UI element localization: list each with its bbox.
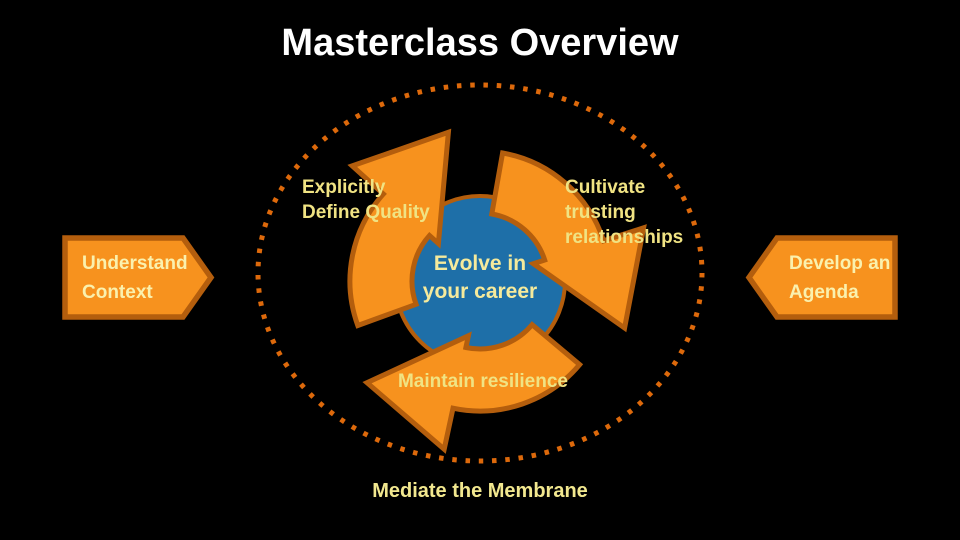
label-maintain-resilience: Maintain resilience	[397, 371, 568, 392]
slide-title: Masterclass Overview	[281, 22, 679, 64]
label-develop-agenda: Develop an Agenda	[789, 253, 891, 303]
cycle-arrow-2	[488, 150, 647, 333]
dotted-ring-circle	[255, 82, 705, 464]
understand-context-chevron-shape	[62, 235, 215, 320]
cycle-arrows	[347, 128, 647, 454]
label-cultivate-trusting-relationships: Cultivate trusting relationships	[565, 177, 684, 248]
label-mediate-the-membrane: Mediate the Membrane	[372, 480, 588, 502]
cycle-arrow-3	[362, 321, 584, 454]
label-understand-context: Understand Context	[82, 253, 188, 303]
label-evolve-in-your-career: Evolve in your career	[422, 252, 538, 303]
label-explicitly-define-quality: Explicitly Define Quality	[302, 177, 430, 223]
develop-agenda-chevron-shape	[745, 235, 898, 320]
cycle-arrow-1	[347, 128, 452, 329]
